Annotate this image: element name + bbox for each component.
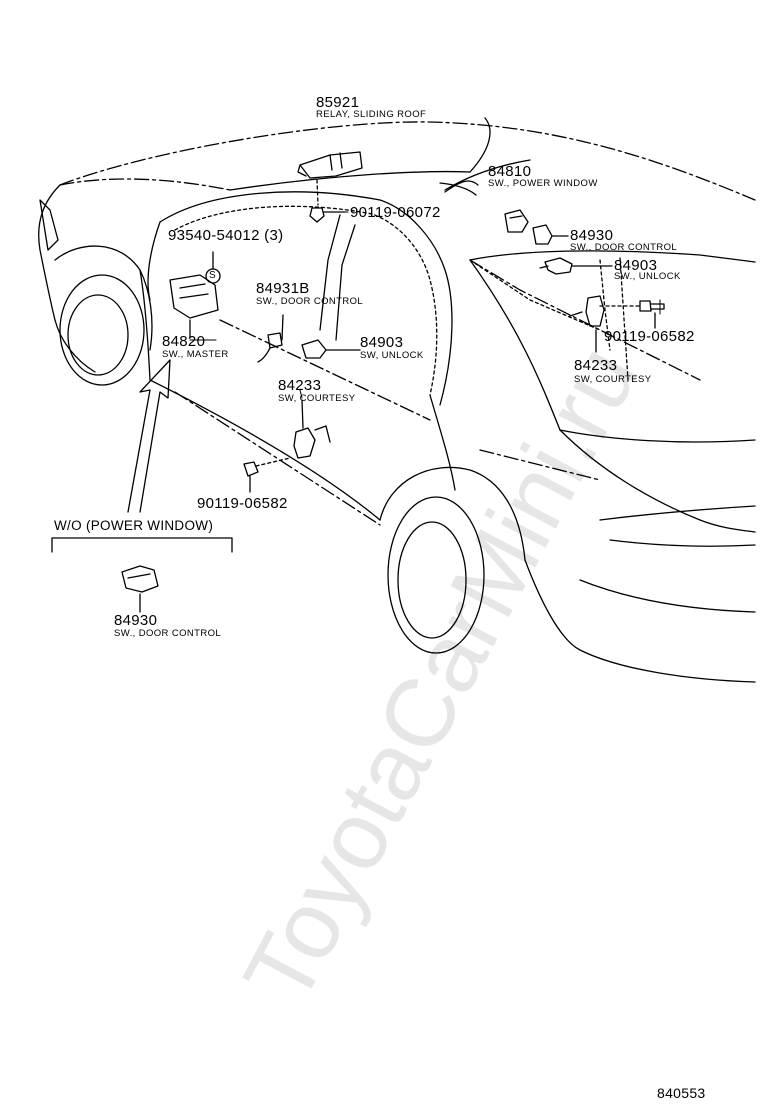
sw-power-window-shape	[504, 209, 529, 233]
sw-courtesy-right-number: 84233	[574, 357, 618, 374]
variant-arrow	[127, 359, 171, 513]
bolt-right-shape	[639, 300, 665, 329]
sw-power-window-name: SW., POWER WINDOW	[488, 178, 598, 189]
bolt-left-shape	[243, 457, 291, 493]
sw-unlock-left-name: SW, UNLOCK	[360, 350, 424, 361]
relay-sliding-roof-shape	[297, 151, 363, 206]
sw-master-name: SW., MASTER	[162, 349, 229, 360]
sw-door-control-right-number: 84930	[570, 227, 614, 244]
car-body	[38, 117, 756, 683]
sw-courtesy-left-number: 84233	[278, 377, 322, 394]
variant-label: W/O (POWER WINDOW)	[54, 518, 214, 533]
sw-unlock-left-shape	[301, 339, 361, 359]
relay-sliding-roof-name: RELAY, SLIDING ROOF	[316, 109, 427, 120]
variant-bracket	[51, 537, 233, 553]
sw-power-window-number: 84810	[488, 163, 532, 180]
sw-unlock-right-number: 84903	[614, 257, 658, 274]
sw-master-number: 84820	[162, 333, 206, 350]
leader-lines	[189, 211, 661, 399]
sw-unlock-right-name: SW., UNLOCK	[614, 271, 681, 282]
screw-number: 93540-54012 (3)	[168, 227, 284, 244]
sw-unlock-left-number: 84903	[360, 334, 404, 351]
bolt-upper-shape	[309, 207, 346, 223]
bolt-right-number: 90119-06582	[604, 328, 695, 345]
bolt-upper-number: 90119-06072	[350, 204, 441, 221]
sw-door-control-left-name: SW., DOOR CONTROL	[256, 296, 364, 307]
sw-unlock-right-shape	[539, 257, 613, 275]
sw-door-control-left-shape	[257, 314, 284, 363]
relay-sliding-roof-number: 85921	[316, 94, 360, 111]
sw-courtesy-right-shape	[569, 295, 641, 353]
sw-door-control-left-number: 84931B	[256, 280, 310, 297]
sw-door-control-wo-shape	[121, 565, 159, 613]
bolt-left-number: 90119-06582	[197, 495, 288, 512]
sw-courtesy-right-name: SW, COURTESY	[574, 374, 652, 385]
sw-courtesy-left-name: SW, COURTESY	[278, 393, 356, 404]
sw-courtesy-left-shape	[293, 399, 331, 459]
screw-marker: S	[209, 270, 217, 281]
sw-door-control-right-name: SW., DOOR CONTROL	[570, 242, 678, 253]
diagram-code: 840553	[657, 1085, 706, 1101]
sw-door-control-wo-name: SW., DOOR CONTROL	[114, 628, 222, 639]
sw-door-control-wo-number: 84930	[114, 612, 158, 629]
sw-door-control-right-shape	[532, 224, 569, 245]
sw-master-shape	[169, 274, 219, 339]
screw-shape	[205, 251, 221, 284]
